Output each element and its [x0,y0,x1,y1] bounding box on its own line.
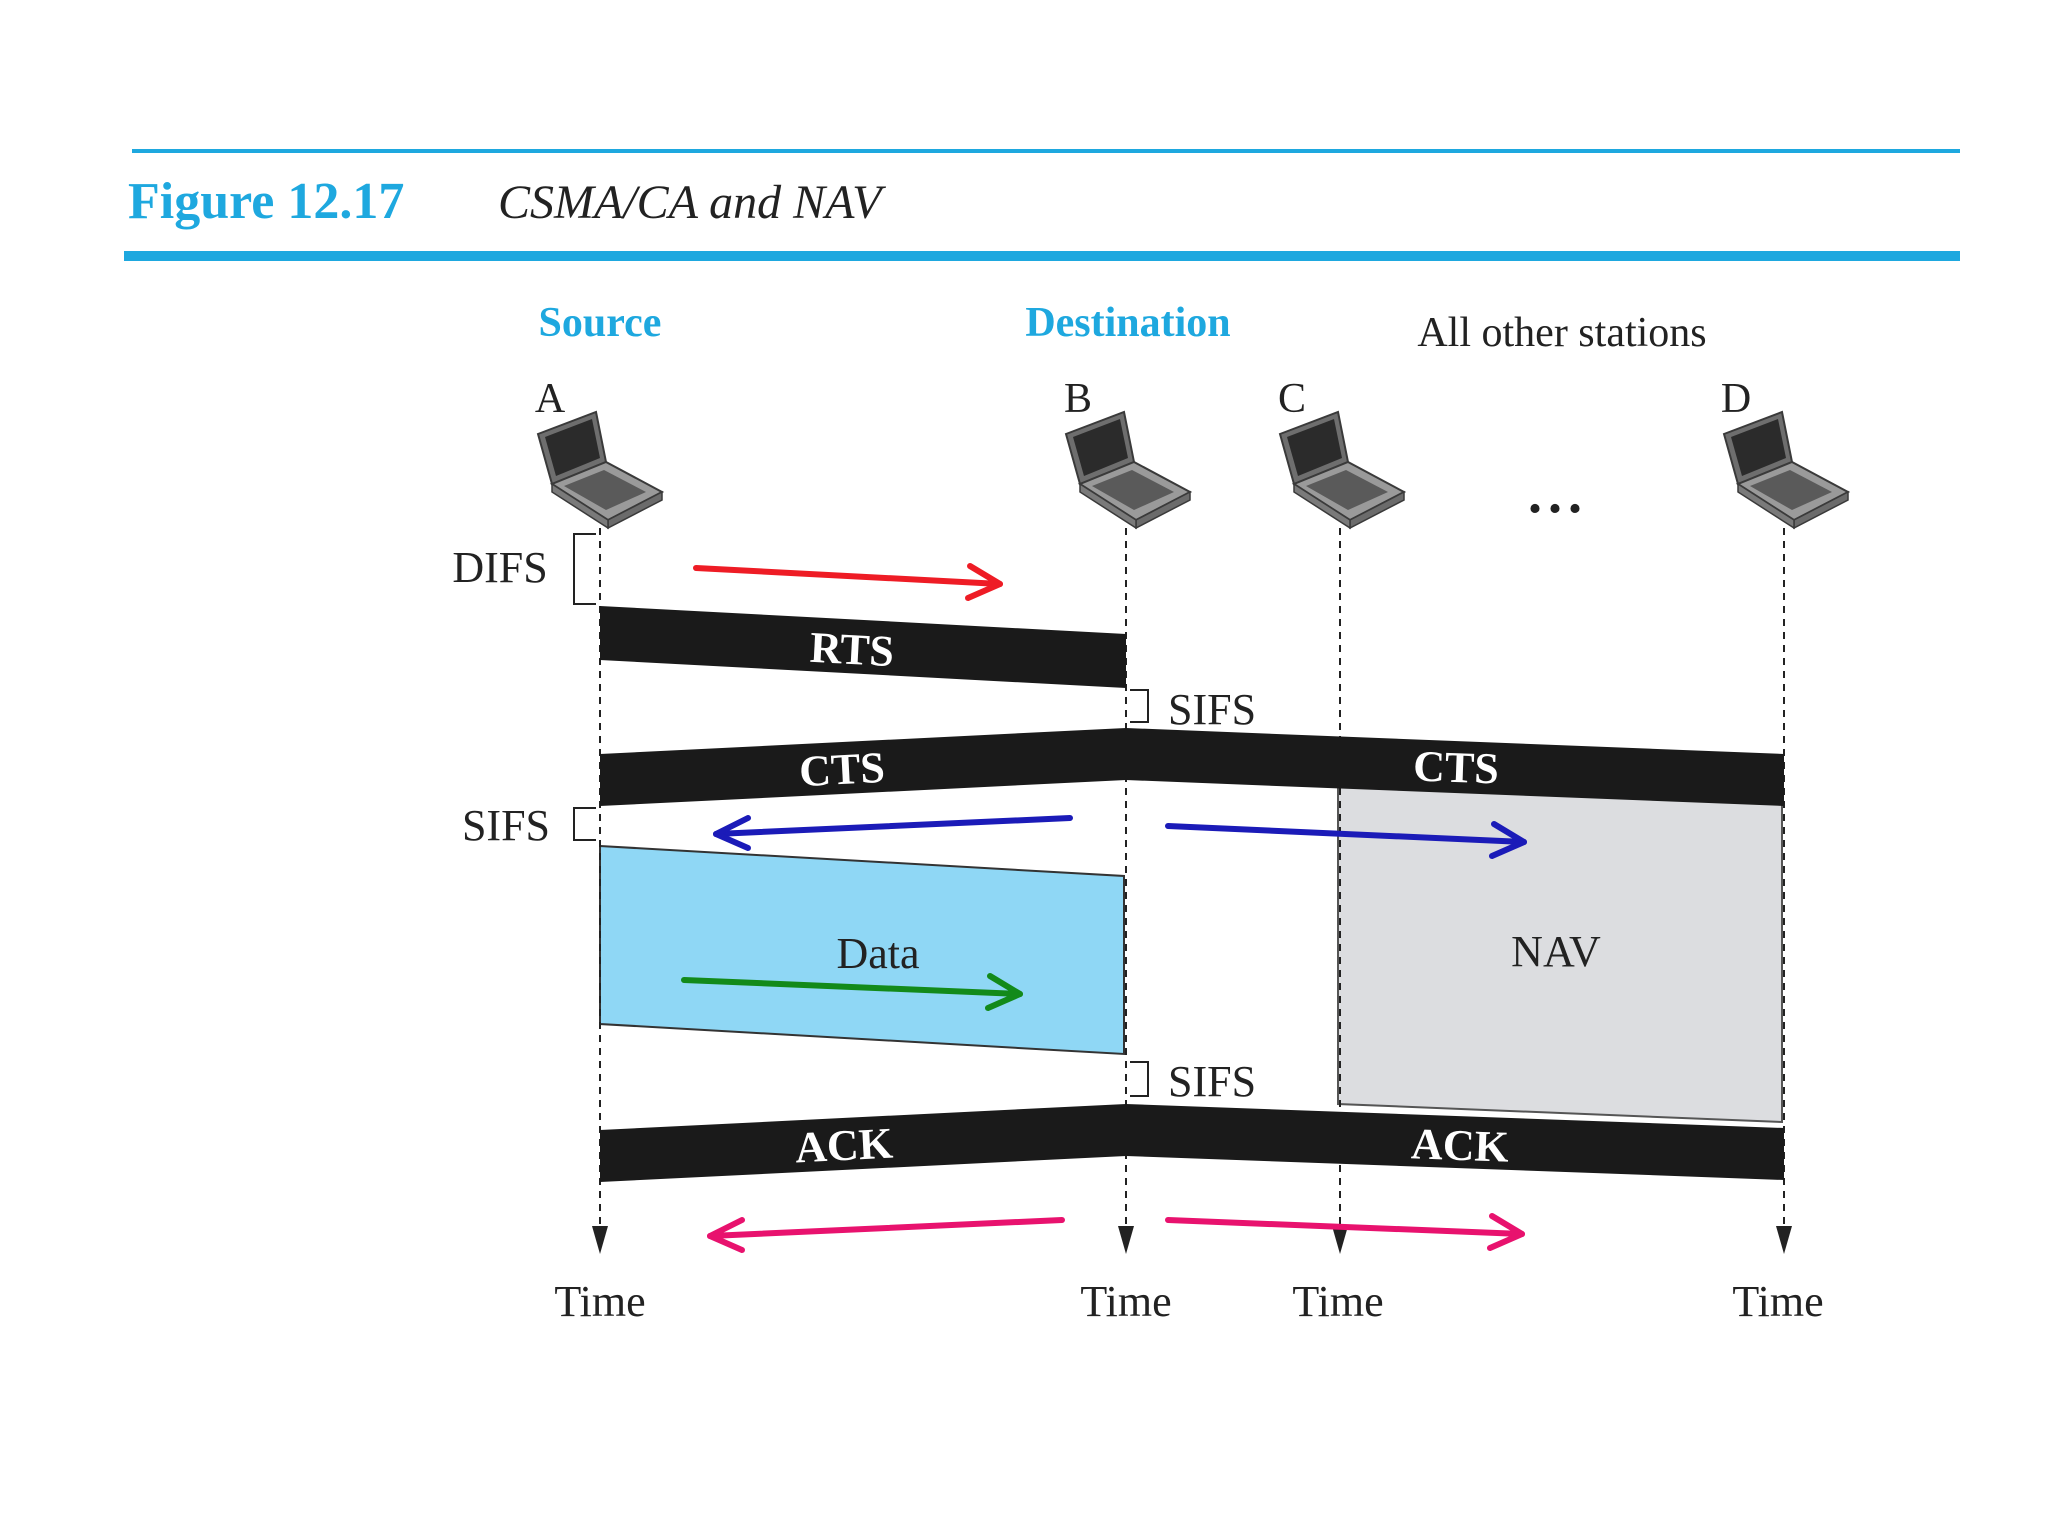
sifs-label-source: SIFS [462,801,550,850]
ack-label-others-side: ACK [1410,1119,1509,1171]
time-arrowhead-c [1332,1226,1348,1254]
data-frame [599,844,1125,1056]
sifs-bracket-after-rts [1130,689,1149,723]
figure-number: Figure 12.17 [128,173,404,230]
time-label-b: Time [1080,1277,1171,1326]
ack-arrow-to-source [707,1217,1065,1253]
nav-label: NAV [1511,927,1601,976]
cts-frame [600,728,1784,806]
cts-label-source-side: CTS [798,743,886,796]
sifs-bracket-source [573,807,596,841]
cts-label-others-side: CTS [1412,742,1499,794]
time-label-a: Time [554,1277,645,1326]
data-label: Data [836,929,919,978]
ack-arrow-to-others [1165,1213,1525,1251]
station-label-c: C [1278,376,1306,422]
time-label-c: Time [1292,1277,1383,1326]
rts-label: RTS [809,623,895,676]
difs-label: DIFS [452,543,547,592]
cts-arrow-to-source [713,815,1073,851]
cts-arrow-to-others [1165,821,1527,859]
sifs-label-after-data: SIFS [1168,1057,1256,1106]
time-arrowhead-d [1776,1226,1792,1254]
time-arrowhead-b [1118,1226,1134,1254]
sifs-label-after-rts: SIFS [1168,685,1256,734]
station-label-a: A [535,376,566,422]
laptop-icon [1065,411,1191,529]
difs-bracket [573,533,596,605]
station-label-b: B [1064,376,1092,422]
source-header: Source [539,300,662,346]
laptop-icon [1279,411,1405,529]
sifs-bracket-after-data [1130,1061,1149,1097]
rts-direction-arrow [693,563,1003,601]
time-arrowhead-a [592,1226,608,1254]
figure-caption: CSMA/CA and NAV [498,176,886,229]
data-direction-arrow [681,973,1023,1011]
rts-frame [600,606,1126,688]
ack-label-source-side: ACK [794,1118,894,1172]
other-stations-header: All other stations [1417,310,1706,356]
ellipsis: ... [1528,463,1588,525]
station-label-d: D [1721,376,1751,422]
destination-header: Destination [1025,300,1230,346]
ack-frame [600,1104,1784,1182]
laptop-icon [1723,411,1849,529]
laptop-icon [537,411,663,529]
time-label-d: Time [1732,1277,1823,1326]
